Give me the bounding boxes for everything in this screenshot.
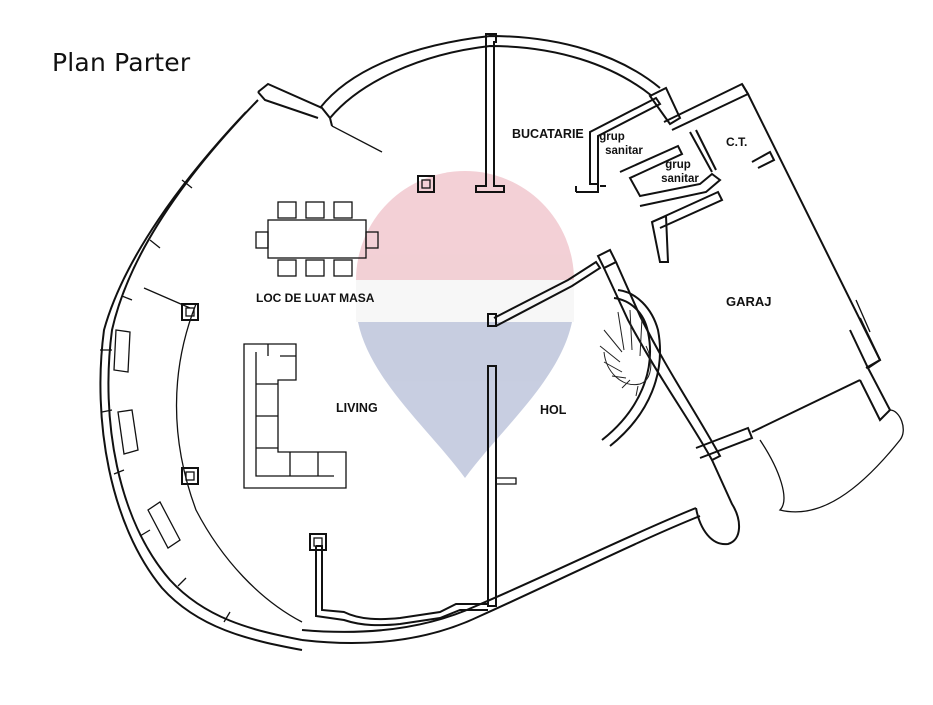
interior-walls — [315, 33, 904, 627]
column — [181, 467, 199, 485]
room-label-hol: HOL — [540, 403, 567, 417]
outer-walls — [99, 34, 740, 651]
watermark-middle-band — [356, 280, 574, 322]
room-label-grup-sanitar-2: grup — [665, 159, 691, 171]
room-label-living: LIVING — [336, 401, 378, 415]
corner-sofa — [243, 343, 347, 489]
column — [417, 175, 435, 193]
watermark-logo — [356, 171, 574, 478]
room-label-bucatarie: BUCATARIE — [512, 127, 584, 141]
column — [181, 303, 199, 321]
watermark-bottom-band — [358, 322, 572, 478]
plan-title: Plan Parter — [52, 48, 191, 77]
watermark-top-band — [356, 171, 574, 280]
column — [309, 533, 327, 551]
room-label-ct: C.T. — [726, 135, 747, 149]
room-label-loc-de-luat-masa: LOC DE LUAT MASA — [256, 291, 375, 305]
dining-table — [255, 201, 379, 277]
room-label-grup-sanitar-1: grup — [599, 131, 625, 143]
columns — [181, 175, 435, 551]
staircase — [599, 289, 661, 447]
room-label-grup-sanitar-1-line2: sanitar — [605, 145, 643, 157]
room-labels: BUCATARIE grup sanitar grup sanitar C.T.… — [256, 127, 772, 417]
room-label-grup-sanitar-2-line2: sanitar — [661, 173, 699, 185]
room-label-garaj: GARAJ — [726, 294, 772, 309]
